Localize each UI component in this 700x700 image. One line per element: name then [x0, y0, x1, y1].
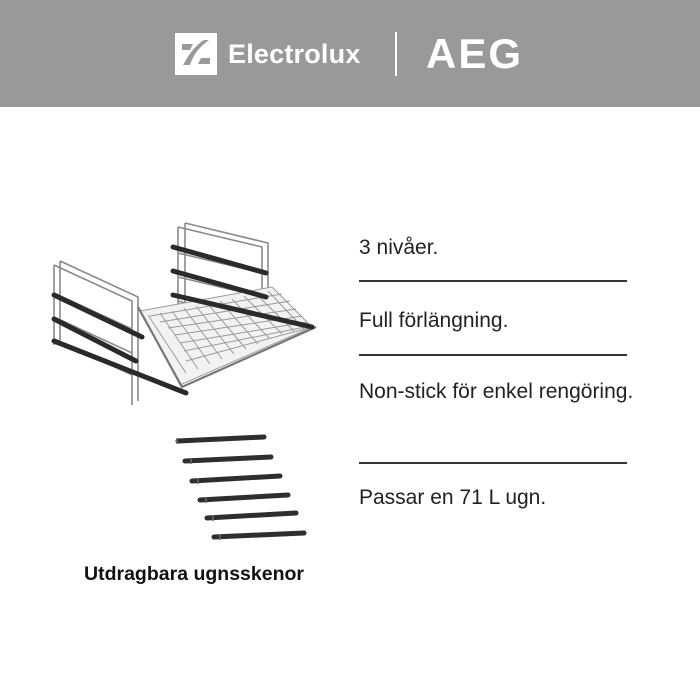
electrolux-logo-icon — [175, 33, 217, 75]
electrolux-brand: Electrolux — [174, 31, 361, 77]
feature-separator — [359, 280, 627, 282]
feature-non-stick: Non-stick för enkel rengöring. — [359, 380, 634, 403]
aeg-wordmark: AEG — [426, 30, 524, 77]
feature-separator — [359, 462, 627, 464]
feature-separator — [359, 354, 627, 356]
brand-divider — [395, 32, 397, 76]
oven-telescopic-runners-illustration — [51, 222, 317, 540]
feature-full-extension: Full förlängning. — [359, 309, 509, 332]
brand-header: Electrolux AEG — [0, 0, 700, 107]
product-caption: Utdragbara ugnsskenor — [84, 563, 304, 585]
electrolux-wordmark: Electrolux — [228, 38, 361, 69]
feature-oven-capacity: Passar en 71 L ugn. — [359, 486, 547, 509]
feature-levels: 3 nivåer. — [359, 236, 439, 259]
